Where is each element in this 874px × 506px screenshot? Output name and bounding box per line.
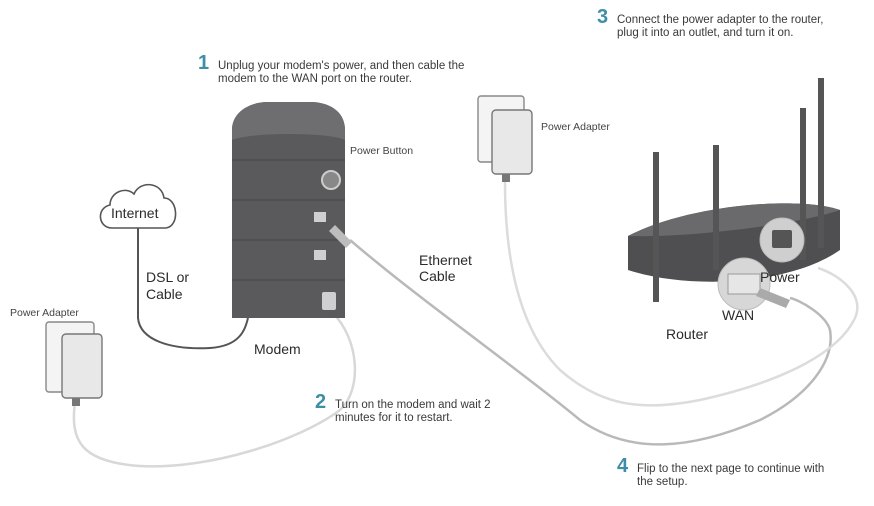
power-label: Power <box>760 269 800 285</box>
router-label: Router <box>666 326 709 342</box>
ethernet-label-line-2: Cable <box>419 268 456 284</box>
dsl-cable <box>137 228 249 350</box>
power-button-label: Power Button <box>350 145 414 157</box>
router-power-cable <box>503 181 859 407</box>
dsl-label-line-1: DSL or <box>146 269 190 285</box>
step-2-line-2: minutes for it to restart. <box>335 412 453 424</box>
step-4-line-1: Flip to the next page to continue with <box>637 463 825 475</box>
modem-device <box>232 102 352 318</box>
step-4-line-2: the setup. <box>637 476 688 488</box>
power-adapter-right-label: Power Adapter <box>541 121 610 133</box>
step-3-line-1: Connect the power adapter to the router, <box>617 14 824 26</box>
power-adapter-left-label: Power Adapter <box>10 307 79 319</box>
right-power-adapter-icon <box>477 95 533 182</box>
internet-label: Internet <box>111 205 159 221</box>
step-3-number: 3 <box>597 6 609 28</box>
dsl-label-line-2: Cable <box>146 286 183 302</box>
wan-label: WAN <box>722 307 755 323</box>
ethernet-label-line-1: Ethernet <box>419 252 472 268</box>
step-4-number: 4 <box>617 455 629 477</box>
left-power-adapter-icon <box>45 321 103 406</box>
modem-power-cable <box>72 311 357 468</box>
step-2-line-1: Turn on the modem and wait 2 <box>335 399 491 411</box>
step-3-line-2: plug it into an outlet, and turn it on. <box>617 27 794 39</box>
step-1-line-2: modem to the WAN port on the router. <box>218 73 412 85</box>
step-1-number: 1 <box>198 52 210 74</box>
modem-label: Modem <box>254 341 301 357</box>
ethernet-cable <box>349 239 832 446</box>
step-2-number: 2 <box>315 391 327 413</box>
router-device <box>628 78 840 311</box>
step-1-line-1: Unplug your modem's power, and then cabl… <box>218 60 465 72</box>
internet-cloud-icon <box>99 183 177 229</box>
